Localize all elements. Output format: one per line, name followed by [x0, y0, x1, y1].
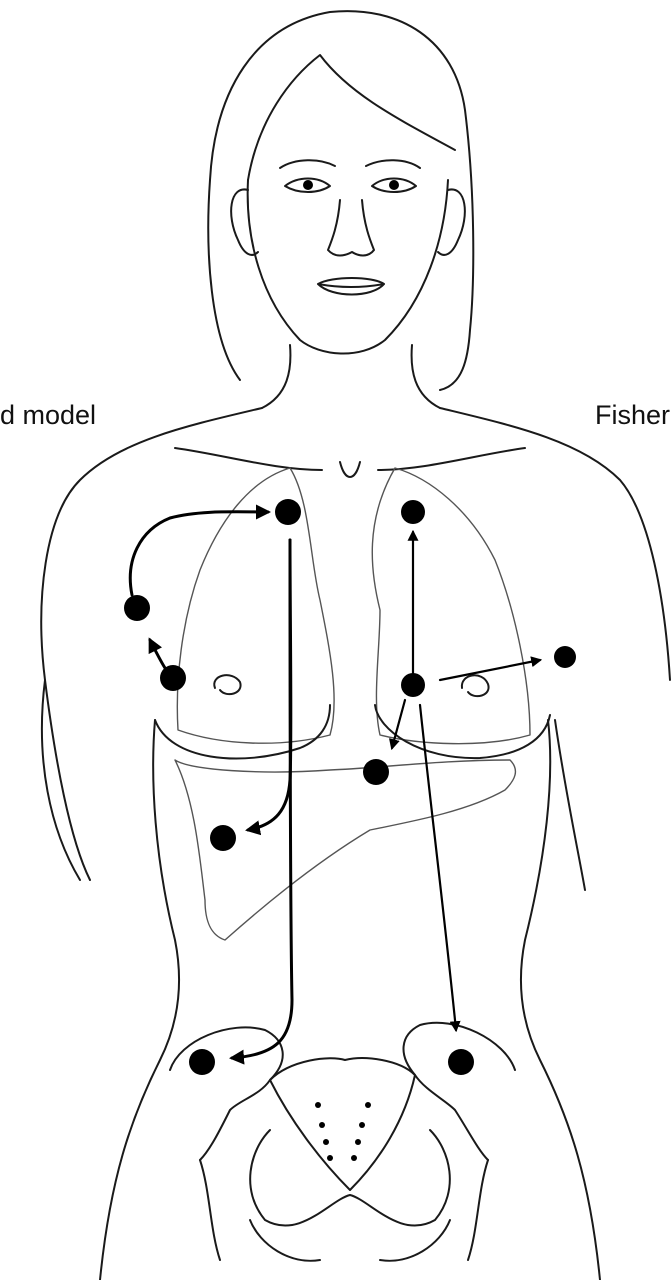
right-brow: [366, 160, 420, 168]
dot-breast-primary-right: [401, 673, 425, 697]
neck-left: [262, 345, 290, 408]
nose: [328, 200, 374, 256]
arrow-supraclavicular-to-bone: [232, 540, 292, 1058]
sternal-notch: [340, 462, 360, 477]
pelvis-lower: [200, 1160, 488, 1261]
dot-axilla-right: [554, 646, 576, 668]
left-brow: [280, 160, 335, 168]
mouth: [318, 278, 384, 295]
dot-lung-right: [401, 500, 425, 524]
right-forearm-edge: [555, 720, 585, 890]
dot-bone-right: [448, 1049, 474, 1075]
dot-bone-left: [189, 1049, 215, 1075]
pelvis-left-wing: [170, 1027, 283, 1160]
face-outline: [248, 180, 448, 354]
right-lung: [177, 468, 334, 743]
pelvis-right-wing: [404, 1023, 515, 1160]
dot-liver-left: [210, 825, 236, 851]
dot-breast-primary-left: [160, 665, 186, 691]
right-clavicle: [378, 448, 525, 470]
left-lung: [372, 468, 530, 744]
torso-left-side: [100, 720, 179, 1280]
arrow-axilla-to-supraclavicular: [130, 512, 268, 595]
left-nipple: [462, 675, 489, 696]
dot-liver-right: [363, 759, 389, 785]
right-pupil: [389, 180, 399, 190]
right-model-label: Fisher: [595, 400, 670, 431]
pelvic-ring: [250, 1130, 450, 1226]
hair-fringe: [248, 55, 455, 180]
neck-right: [412, 345, 440, 408]
arrow-breast-to-axilla: [150, 640, 165, 668]
left-pupil: [303, 180, 313, 190]
dot-axilla-left: [124, 595, 150, 621]
dot-supraclavicular-left: [275, 499, 301, 525]
arrow-supraclavicular-to-liver: [248, 540, 291, 830]
left-clavicle: [175, 448, 322, 470]
left-model-label: d model: [0, 400, 96, 431]
sacral-foramina: [315, 1102, 371, 1161]
left-ear: [231, 189, 258, 254]
torso-right-side: [521, 720, 600, 1280]
sacrum: [270, 1058, 415, 1190]
right-nipple: [214, 675, 240, 694]
right-shoulder-arm: [440, 408, 670, 680]
